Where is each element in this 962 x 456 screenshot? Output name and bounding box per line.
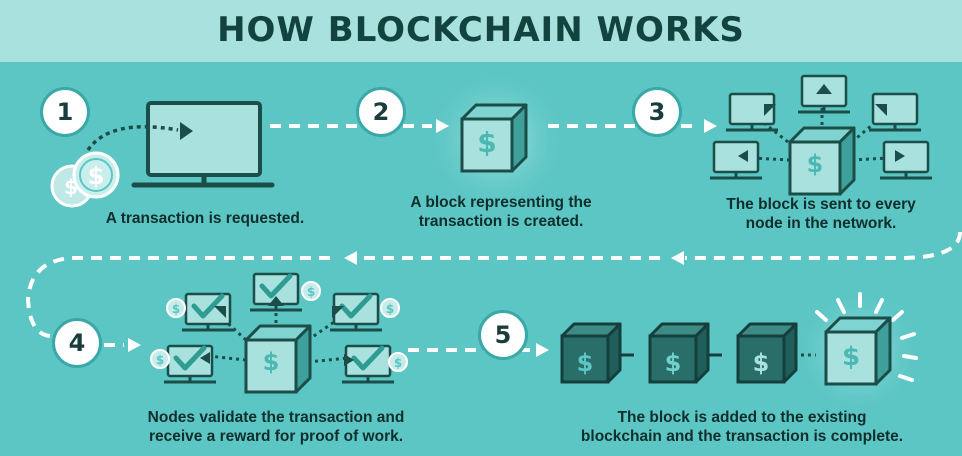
dollar-sign-icon: $ <box>172 302 180 316</box>
currency-glyphs: $ $ $ $ $ $ $ $ $ $ $ $ $ $ <box>64 126 860 377</box>
dollar-sign-icon: $ <box>64 175 78 199</box>
step-1-number: 1 <box>40 87 90 137</box>
node-computer-icon <box>878 140 934 180</box>
step-5-art <box>560 290 920 414</box>
node-computer-icon <box>708 140 764 180</box>
dollar-sign-icon: $ <box>753 349 770 377</box>
step-4-art <box>150 272 408 394</box>
monitor-icon <box>131 101 275 188</box>
coins-icon <box>50 151 120 208</box>
dollar-sign-icon: $ <box>307 285 315 299</box>
step-3-art <box>708 74 934 196</box>
page-title: HOW BLOCKCHAIN WORKS <box>217 10 745 50</box>
header-band: HOW BLOCKCHAIN WORKS <box>0 0 962 62</box>
step-3-number: 3 <box>632 87 682 137</box>
dollar-sign-icon: $ <box>477 126 496 159</box>
step-2-number: 2 <box>356 87 406 137</box>
dollar-sign-icon: $ <box>577 349 594 377</box>
dollar-sign-icon: $ <box>665 349 682 377</box>
shine-rays <box>815 292 918 382</box>
checkmark-icon <box>173 273 385 371</box>
step-2-art <box>425 68 569 212</box>
dollar-sign-icon: $ <box>807 150 824 178</box>
step-5-number: 5 <box>478 310 528 360</box>
step-1-art <box>50 101 275 208</box>
node-computer-icon <box>724 92 780 132</box>
dollar-sign-icon: $ <box>156 353 164 367</box>
dollar-sign-icon: $ <box>394 356 402 370</box>
dollar-sign-icon: $ <box>386 302 394 316</box>
dollar-sign-icon: $ <box>88 162 105 190</box>
step-1-caption: A transaction is requested. <box>105 210 305 227</box>
step-4-number: 4 <box>52 318 102 368</box>
dollar-sign-icon: $ <box>263 348 280 376</box>
dollar-sign-icon: $ <box>842 342 860 372</box>
node-computer-icon <box>867 92 923 132</box>
